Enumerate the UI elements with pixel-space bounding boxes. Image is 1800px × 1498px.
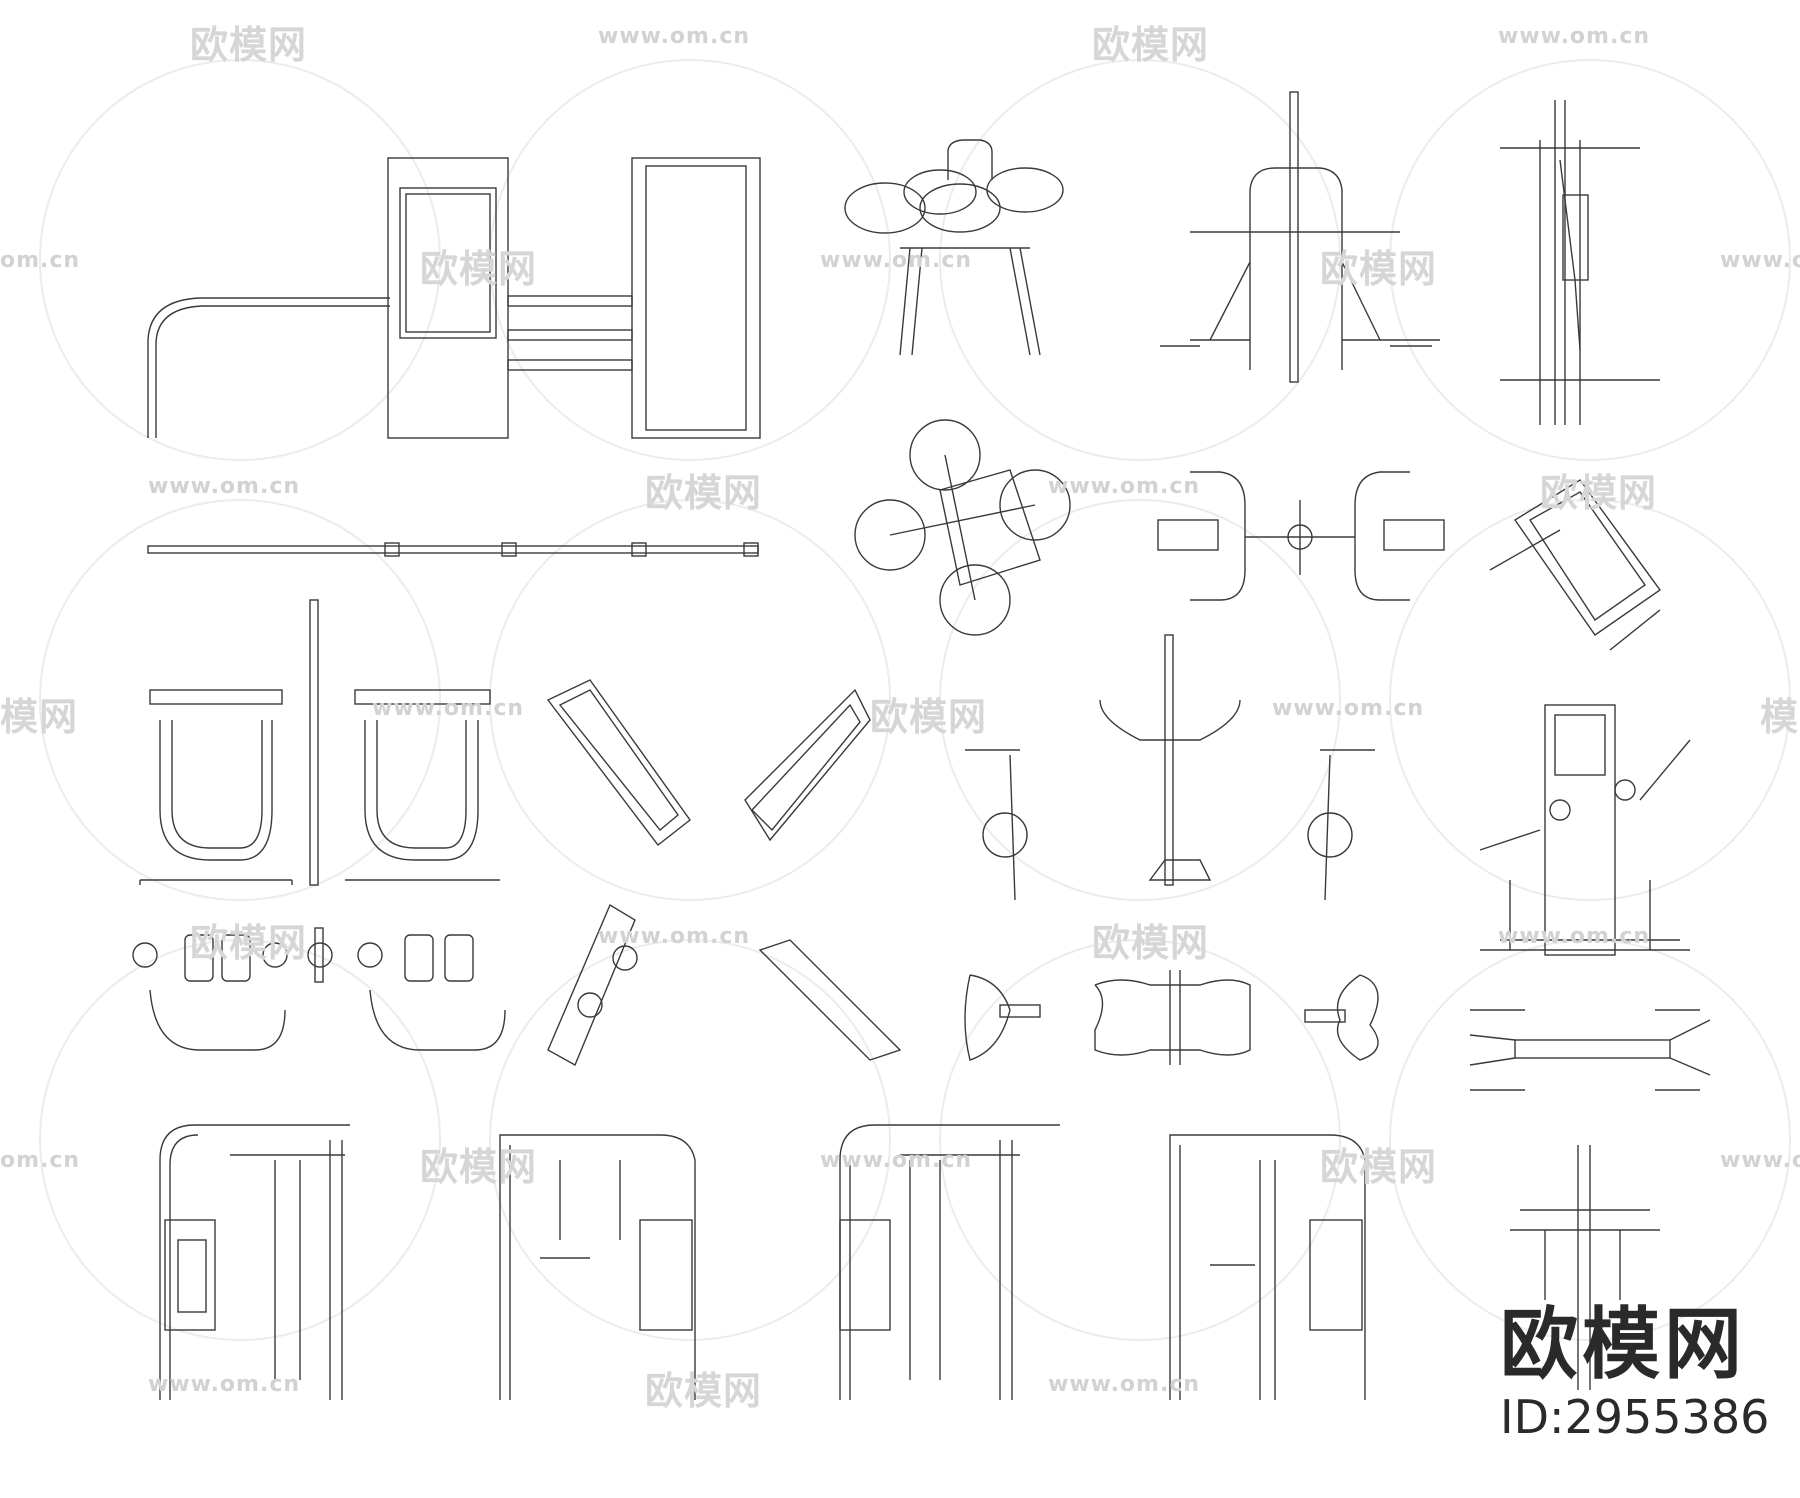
watermark-brand: 欧模网	[645, 1369, 763, 1413]
watermark-brand-partial: 模网	[1760, 695, 1800, 739]
bikes	[965, 634, 1375, 901]
watermark-brand: 欧模网	[420, 1145, 538, 1189]
watermark-url: www.om.cn	[1498, 924, 1651, 949]
watermark-brand: 欧模网	[420, 247, 538, 291]
cross-trainer-elevation	[1160, 91, 1440, 383]
pulldown-plan	[1469, 1009, 1711, 1091]
watermark-brand: 欧模网	[870, 695, 988, 739]
site-stamp: 欧模网 ID:2955386	[1500, 1306, 1800, 1445]
u-frames	[139, 599, 500, 886]
tower-side	[1500, 100, 1660, 425]
watermark-url: www.om.cn	[148, 1372, 301, 1397]
watermark-url: www.om.cn	[598, 24, 751, 49]
watermark-url: www.om.cn	[1272, 696, 1425, 721]
pulldown-elevation	[1479, 704, 1691, 956]
watermark-brand: 欧模网	[1320, 1145, 1438, 1189]
stamp-id: ID:2955386	[1500, 1390, 1770, 1444]
watermark-brand: 欧模网	[645, 471, 763, 515]
bar-plan	[147, 542, 759, 557]
watermark-url: www.om.cn	[1720, 1148, 1800, 1173]
gantry-frames	[159, 1124, 1366, 1400]
watermark-url: www.om.cn	[1720, 248, 1800, 273]
rotated-machine-plan	[1489, 479, 1661, 651]
small-tower	[1510, 1145, 1660, 1390]
watermark-url: www.om.cn	[820, 248, 973, 273]
watermark-brand: 欧模网	[1092, 23, 1210, 67]
watermark-url: www.om.cn	[1048, 1372, 1201, 1397]
stamp-brand: 欧模网	[1500, 1300, 1747, 1390]
rowing-plans	[132, 927, 506, 1051]
wheel-station-plan	[854, 419, 1071, 636]
bike-plans	[964, 970, 1379, 1065]
watermark-circles	[39, 59, 1791, 1341]
watermark-url-partial: om.cn	[0, 1148, 81, 1173]
watermark-url: www.om.cn	[148, 474, 301, 499]
watermark-brand: 欧模网	[1320, 247, 1438, 291]
watermark-brand: 欧模网	[190, 23, 308, 67]
watermark-brand: 欧模网	[1092, 921, 1210, 965]
equipment-drawings	[132, 91, 1711, 1400]
cross-trainer-plan	[1157, 471, 1445, 601]
wheel-station-elevation	[844, 139, 1064, 356]
diagonal-machines	[546, 679, 902, 1066]
watermark-brand: 欧模网	[1540, 471, 1658, 515]
watermark-brand-partial: 模网	[0, 695, 79, 739]
watermark-url-partial: om.cn	[0, 248, 81, 273]
bench-elevation	[147, 157, 761, 439]
watermark-brand: 欧模网	[190, 921, 308, 965]
watermark-url: www.om.cn	[1498, 24, 1651, 49]
watermark-url: www.om.cn	[598, 924, 751, 949]
watermark-url: www.om.cn	[372, 696, 525, 721]
watermark-url: www.om.cn	[820, 1148, 973, 1173]
watermark-url: www.om.cn	[1048, 474, 1201, 499]
